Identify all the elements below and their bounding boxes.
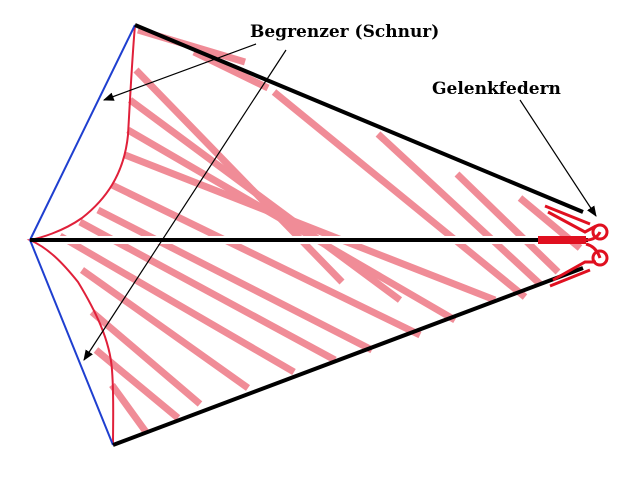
leading-edge-bottom — [29, 239, 114, 446]
top-spar — [134, 23, 584, 214]
springs-annotation-arrow — [519, 99, 597, 217]
leading-edge-top — [29, 24, 136, 241]
limiter-label: Begrenzer (Schnur) — [250, 22, 439, 42]
limiter-annotation-arrows — [83, 43, 287, 361]
bottom-spar — [112, 266, 584, 447]
joint-springs-label: Gelenkfedern — [432, 79, 561, 99]
joint-springs — [538, 204, 609, 288]
limiter-string — [26, 24, 136, 446]
